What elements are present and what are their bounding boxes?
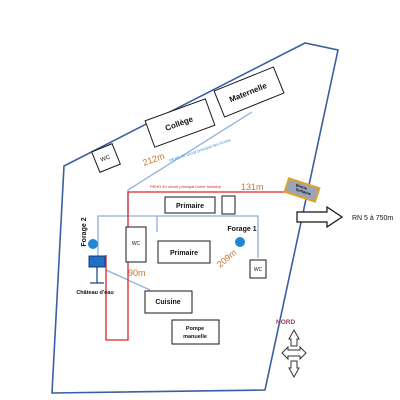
building-wc-mid [125,226,147,263]
compass-icon [281,328,307,379]
cuisine-label: Cuisine [155,299,180,306]
borne-label-line2: fontaine [295,187,312,197]
building-primaire-1 [164,196,216,214]
building-annex [221,195,236,215]
borne-fontaine: Borne fontaine [283,177,321,203]
chateau-label: Château d'eau [76,290,113,296]
pompe-label-line1: Pompe [186,326,204,332]
wc-right-label: WC [254,267,263,273]
primaire-2-label: Primaire [170,250,198,257]
building-maternelle: Maternelle [213,66,285,118]
primaire-1-label: Primaire [176,203,204,210]
forage-2-label: Forage 2 [81,217,88,246]
forage-1-label: Forage 1 [227,226,256,233]
building-pompe-manuelle [171,319,220,345]
chateau-deau [88,255,106,284]
distance-131: 131m [241,182,264,192]
building-cuisine [144,290,193,314]
building-wc-top: WC [91,143,121,173]
building-college: Collège [144,98,216,148]
pompe-label-line2: manuelle [183,334,207,340]
red-pipe-label: PEHD 40 circuit principal borne fontaine [150,184,222,189]
rn5-arrow-icon [296,205,344,229]
red-pipe [105,191,290,341]
distance-90: 90m [128,268,146,278]
borne-label-line1: Borne [295,182,308,191]
blue-pipe-label: PEHD 40 circuit principal des écoles [169,137,232,163]
north-label: NORD [276,319,295,326]
forage-2-well [88,239,98,249]
building-primaire-2 [157,240,211,264]
distance-209: 209m [215,247,239,269]
wc-mid-label: WC [132,241,141,247]
forage-1-well [235,237,245,247]
rn5-label: RN 5 à 750m [352,215,393,222]
building-wc-right [249,259,267,279]
distance-212: 212m [141,151,166,168]
wc-top-label: WC [100,154,112,164]
